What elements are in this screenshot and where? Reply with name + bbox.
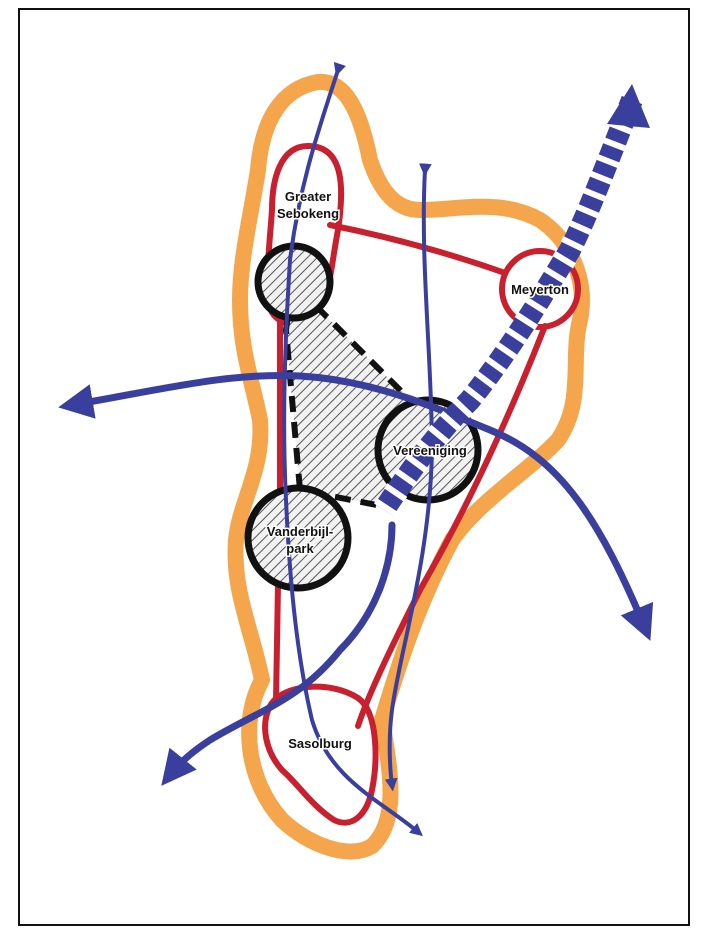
- vereeniging-label: Vereeniging: [393, 443, 467, 458]
- meyerton-ring: [499, 248, 581, 330]
- movement-corridors: [58, 61, 654, 837]
- corridor-north-south-east: [384, 163, 435, 792]
- corridor-north-south-west: [282, 61, 423, 837]
- link-vanderbijlpark-sasolburg: [273, 582, 281, 703]
- greater-sebokeng-label-line2: Sebokeng: [277, 206, 339, 221]
- sasolburg-ring: [262, 683, 379, 826]
- corridor-northeast-dashes: [373, 95, 644, 517]
- sasolburg-label: Sasolburg: [288, 736, 352, 751]
- greater-sebokeng-core: [254, 242, 334, 322]
- vanderbijlpark-label-line2: park: [286, 541, 314, 556]
- corridor-northeast-arrowhead: [607, 84, 650, 128]
- vanderbijlpark-label-line1: Vanderbijl-: [267, 524, 333, 539]
- greater-sebokeng-label-line1: Greater: [285, 189, 331, 204]
- meyerton-label: Meyerton: [511, 282, 569, 297]
- link-sebokeng-meyerton: [327, 222, 508, 276]
